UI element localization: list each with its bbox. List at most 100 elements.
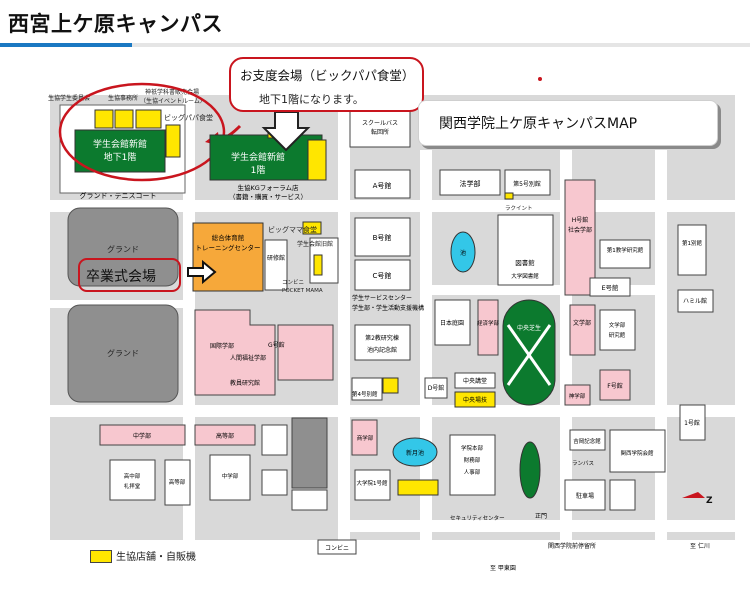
annex5-shop — [504, 192, 514, 200]
yoshioka-hall — [569, 429, 606, 451]
law-building — [439, 169, 501, 196]
student-hall-1f — [209, 134, 323, 181]
senior-high — [194, 424, 256, 446]
forum-shop-b — [307, 139, 327, 181]
bigmama-label: ビッグママ食堂 — [268, 225, 317, 234]
svg-text:トレーニングセンター: トレーニングセンター — [196, 243, 261, 252]
svg-text:人事部: 人事部 — [464, 468, 481, 476]
shingetsu-label: 新月池 — [406, 449, 424, 457]
forum-store-sub: （書籍・購買・サービス） — [229, 192, 307, 201]
c-building-label: C号館 — [373, 271, 392, 280]
callout-down-arrow — [261, 111, 311, 152]
service-label: 学生サービスセンター — [352, 294, 412, 302]
media-workshop — [261, 469, 288, 496]
north-arrow-icon — [682, 492, 705, 498]
school-bus-label: スクールバス — [362, 120, 398, 127]
commerce-label: 商学部 — [357, 434, 374, 442]
map-title: 関西学院上ケ原キャンパスMAP — [439, 116, 638, 132]
gym-label: 総合体育館 — [212, 233, 245, 242]
seminar-label: 研修館 — [267, 254, 285, 262]
student-hall-1f-label: 学生会館新館 — [231, 151, 285, 163]
d-building-label: D号館 — [428, 384, 445, 392]
admin-building — [449, 434, 496, 496]
b-building-label: B号館 — [373, 233, 392, 242]
ground-north-label: グランド — [107, 244, 139, 254]
svg-text:社会学部: 社会学部 — [568, 226, 592, 234]
combi-label: コンビニ — [325, 544, 349, 552]
theology-label: 神学部 — [569, 392, 586, 400]
junior-high — [99, 424, 186, 446]
theology — [564, 384, 591, 406]
svg-text:礼拝堂: 礼拝堂 — [124, 482, 141, 490]
central-lawn-label: 中央芝生 — [517, 324, 541, 332]
f-building — [599, 369, 631, 401]
junior-high-bldg — [209, 454, 251, 501]
building-1 — [679, 404, 706, 441]
student-hall-shop — [382, 377, 399, 394]
seimon-label: 正門 — [535, 513, 547, 520]
hamil-hall — [677, 289, 714, 313]
d-building — [424, 377, 448, 399]
ground-north — [67, 207, 179, 287]
shop-callout-note: 地下1階になります。 — [259, 93, 364, 106]
high-chapel-bldg — [109, 459, 156, 501]
ground-south-label: グランド — [107, 348, 139, 358]
lab-point-label: ラクイント — [505, 205, 533, 212]
campus-map-svg: グランド グランド グランド・テニスコート 学生会館新館 地下1階 ビッグパパ食… — [48, 77, 735, 572]
chugaku2-label: 中学部 — [222, 472, 239, 480]
graduate1 — [354, 469, 391, 501]
a-building-label: A号館 — [373, 181, 392, 190]
archives — [609, 479, 636, 511]
shop-callout: お支度会場（ビックパパ食堂） 地下1階になります。 — [229, 57, 424, 112]
coop-shop-2 — [114, 109, 134, 129]
bigpapa-label: ビッグパパ食堂 — [164, 113, 213, 122]
svg-text:POCKET MAMA: POCKET MAMA — [282, 288, 323, 294]
coop-shop-3 — [135, 109, 162, 129]
student-hall-b1-floor: 地下1階 — [104, 151, 137, 163]
annex1-label: 第1別館 — [682, 239, 702, 247]
annex5-label: 第5号別館 — [513, 180, 541, 188]
bigmama-shop — [302, 221, 322, 235]
lawn-2 — [519, 441, 541, 499]
letters-label: 文学部 — [573, 319, 591, 327]
kwansei-kaikan — [609, 429, 666, 473]
research1 — [599, 239, 651, 269]
g-building — [277, 324, 334, 381]
svg-text:財務部: 財務部 — [464, 456, 481, 464]
grad-arrow — [187, 259, 217, 285]
legend-swatch — [90, 550, 112, 563]
seminar-house — [264, 239, 288, 291]
library — [497, 214, 554, 286]
forum-store-label: 生協KGフォーラム店 — [237, 183, 299, 192]
h-building — [564, 179, 596, 296]
legend-label: 生協店舗・自販機 — [116, 552, 196, 563]
high-chapel — [261, 424, 288, 456]
map-title-box: 関西学院上ケ原キャンパスMAP — [418, 100, 718, 146]
letters-research-label: 文学部 — [609, 321, 626, 329]
central-auditorium — [454, 372, 496, 389]
letters — [569, 304, 596, 356]
pocket-mama-shop — [313, 254, 323, 276]
parking-label: 駐車場 — [576, 492, 594, 500]
commerce — [351, 419, 378, 456]
parking — [564, 479, 606, 511]
kotoen-label: 至 甲東園 — [490, 564, 516, 572]
title-underline-accent — [0, 43, 132, 47]
lab4-label: 第4号別館 — [352, 390, 378, 398]
kaikan-label: 関西学院会館 — [620, 449, 654, 457]
e-building — [589, 277, 631, 297]
tennis-label: グランド・テニスコート — [80, 191, 157, 200]
page-title: 西宮上ケ原キャンパス — [8, 12, 223, 36]
c-building — [354, 259, 411, 291]
central-shop — [454, 391, 496, 408]
svg-text:研究館: 研究館 — [609, 331, 626, 339]
north-letter: Z — [706, 496, 713, 506]
g-building-label: G号館 — [268, 341, 285, 349]
kouchu-label: 高中部 — [124, 472, 141, 480]
svg-text:転回所: 転回所 — [371, 128, 389, 136]
kenkyu-shop — [397, 479, 439, 496]
letters-research — [599, 309, 636, 351]
convenience-store — [317, 539, 357, 555]
pond-label: 池 — [460, 249, 466, 257]
graduation-callout-label: 卒業式会場 — [86, 269, 156, 285]
